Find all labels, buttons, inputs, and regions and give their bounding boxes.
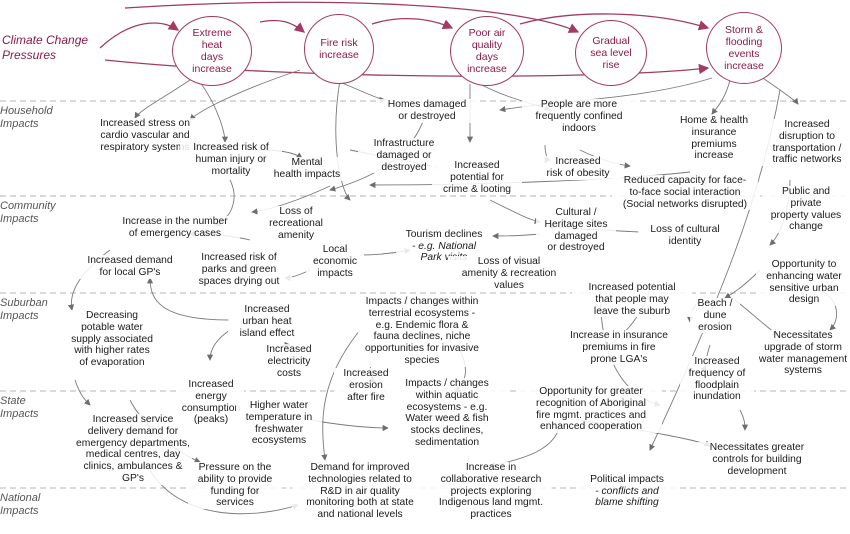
impact-erosion-after-fire: Increased erosion after fire — [334, 368, 398, 404]
pressure-arc-3 — [371, 17, 454, 29]
band-household: Household Impacts — [0, 105, 53, 130]
impact-potable-water: Decreasing potable water supply associat… — [62, 310, 162, 369]
edge-46 — [74, 379, 91, 406]
impact-cultural-identity: Loss of cultural identity — [638, 224, 732, 248]
edge-33 — [739, 409, 749, 431]
band-suburban: Suburban Impacts — [0, 297, 48, 322]
impact-local-economic: Local economic impacts — [306, 244, 364, 280]
impact-water-temperature: Higher water temperature in freshwater e… — [236, 400, 322, 448]
edge-16 — [369, 171, 691, 189]
impact-political-label: Political impacts — [590, 473, 664, 485]
impact-aquatic-ecosystems: Impacts / changes within aquatic ecosyst… — [388, 378, 506, 449]
climate-change-pressures-label: Climate Change Pressures — [2, 33, 89, 62]
impact-funding-pressure: Pressure on the ability to provide fundi… — [188, 462, 282, 510]
impact-floodplain-inundation: Increased frequency of floodplain inunda… — [680, 356, 754, 404]
band-community: Community Impacts — [0, 200, 56, 225]
impact-obesity: Increased risk of obesity — [536, 156, 620, 180]
impact-aboriginal-fire-mgmt: Opportunity for greater recognition of A… — [520, 386, 662, 434]
impact-electricity-costs: Increased electricity costs — [256, 344, 322, 380]
impact-mental: Mental health impacts — [266, 157, 348, 181]
impact-injury: Increased risk of human injury or mortal… — [180, 142, 282, 178]
impact-heat-island: Increased urban heat island effect — [228, 304, 306, 340]
impact-emergency-cases: Increase in the number of emergency case… — [110, 216, 240, 240]
impact-wsud: Opportunity to enhancing water sensitive… — [756, 259, 850, 307]
impact-building-controls: Necessitates greater controls for buildi… — [698, 442, 816, 478]
impact-political: Political impacts- conflicts and blame s… — [578, 462, 676, 510]
pressure-arc-5 — [519, 13, 710, 31]
impact-tourism-label: Tourism declines — [405, 228, 483, 240]
impact-transport-disruption: Increased disruption to transportation /… — [762, 119, 850, 167]
impact-social-interaction: Reduced capacity for face- to-face socia… — [612, 175, 758, 211]
edge-37 — [149, 469, 299, 515]
impact-heritage: Cultural / Heritage sites damaged or des… — [536, 207, 616, 255]
impact-recreational-amenity: Loss of recreational amenity — [258, 206, 334, 242]
edge-9 — [759, 75, 799, 105]
impact-crime: Increased potential for crime & looting — [432, 160, 522, 196]
edge-25 — [206, 329, 231, 361]
impact-collaborative-research: Increase in collaborative research proje… — [430, 462, 552, 521]
impact-terrestrial-ecosystems: Impacts / changes within terrestrial eco… — [358, 296, 486, 367]
impact-home-insurance: Home & health insurance premiums increas… — [670, 115, 758, 163]
pressure-heat: Extreme heat days increase — [172, 16, 252, 86]
impact-confined-indoors: People are more frequently confined indo… — [522, 99, 636, 135]
edge-2 — [199, 81, 229, 143]
impact-homes-damaged: Homes damaged or destroyed — [376, 99, 478, 123]
pressure-storm: Storm & flooding events increase — [706, 12, 782, 84]
edge-19 — [492, 232, 541, 240]
impact-rnd-air-quality: Demand for improved technologies related… — [292, 462, 428, 521]
edge-38 — [489, 199, 541, 225]
pressure-sea: Gradual sea level rise — [575, 20, 647, 86]
impact-parks-drying: Increased risk of parks and green spaces… — [186, 252, 292, 288]
impact-beach-erosion: Beach / dune erosion — [690, 298, 740, 334]
edge-3 — [189, 69, 301, 121]
edge-12 — [251, 185, 331, 215]
impact-visual-amenity: Loss of visual amenity & recreation valu… — [448, 256, 570, 292]
edge-23 — [146, 277, 231, 321]
impact-fire-prone-premiums: Increase in insurance premiums in fire p… — [556, 330, 682, 366]
edge-1 — [134, 79, 191, 119]
pressure-air: Poor air quality days increase — [450, 16, 524, 86]
impact-property-values: Public and private property values chang… — [762, 186, 850, 234]
impact-political-example: - conflicts and blame shifting — [595, 485, 659, 509]
edge-40 — [724, 269, 761, 299]
pressure-fire: Fire risk increase — [304, 14, 374, 84]
pressure-arc-4 — [124, 1, 580, 33]
band-national: National Impacts — [0, 492, 41, 517]
impact-stormwater-upgrade: Necessitates upgrade of storm water mana… — [754, 330, 850, 378]
edge-5 — [335, 79, 351, 201]
pressure-arc-1 — [99, 20, 180, 49]
impact-service-delivery: Increased service delivery demand for em… — [74, 414, 192, 485]
impact-gp-demand: Increased demand for local GP's — [74, 255, 186, 279]
edge-43 — [321, 329, 361, 461]
impact-leave-suburb: Increased potential that people may leav… — [572, 282, 692, 318]
pressure-arc-2 — [259, 19, 305, 33]
band-state: State Impacts — [0, 395, 39, 420]
edge-8 — [711, 79, 731, 115]
